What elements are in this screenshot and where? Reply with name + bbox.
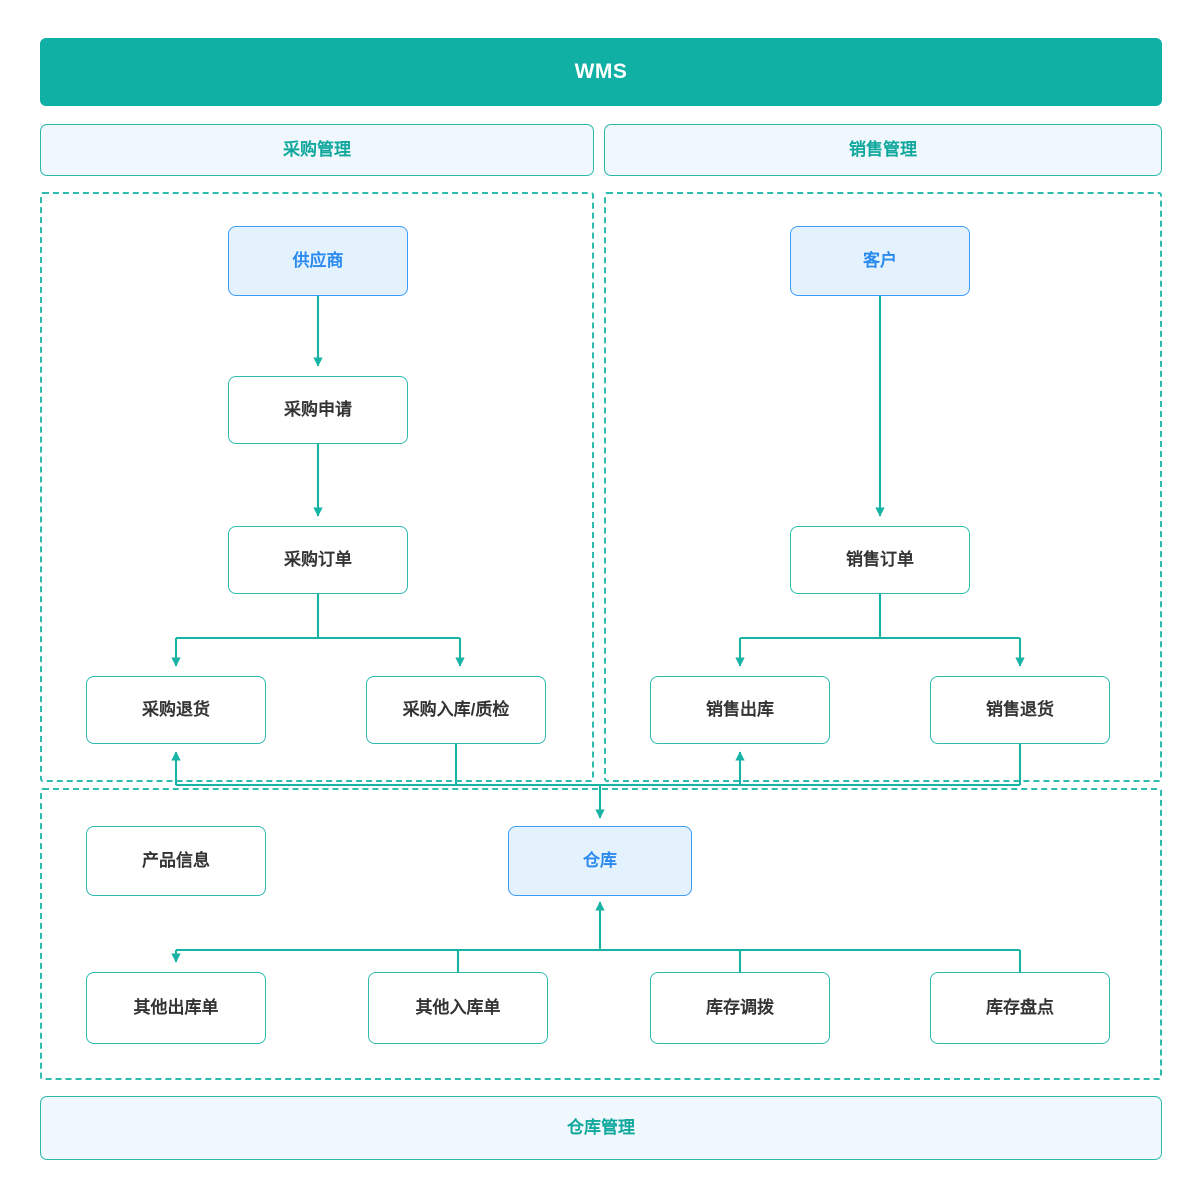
node-purchase-order[interactable]: 采购订单 <box>228 526 408 594</box>
node-inventory-transfer[interactable]: 库存调拨 <box>650 972 830 1044</box>
node-sales-order[interactable]: 销售订单 <box>790 526 970 594</box>
node-purchase-requisition[interactable]: 采购申请 <box>228 376 408 444</box>
node-other-inbound[interactable]: 其他入库单 <box>368 972 548 1044</box>
node-warehouse[interactable]: 仓库 <box>508 826 692 896</box>
node-supplier[interactable]: 供应商 <box>228 226 408 296</box>
lane-purchase <box>40 192 594 782</box>
section-caption-warehouse: 仓库管理 <box>40 1096 1162 1160</box>
node-inventory-stocktake[interactable]: 库存盘点 <box>930 972 1110 1044</box>
node-product-info[interactable]: 产品信息 <box>86 826 266 896</box>
section-caption-purchase: 采购管理 <box>40 124 594 176</box>
node-sales-outbound[interactable]: 销售出库 <box>650 676 830 744</box>
wms-header: WMS <box>40 38 1162 106</box>
node-sales-return[interactable]: 销售退货 <box>930 676 1110 744</box>
node-purchase-return[interactable]: 采购退货 <box>86 676 266 744</box>
section-caption-sales: 销售管理 <box>604 124 1162 176</box>
node-purchase-inbound-qc[interactable]: 采购入库/质检 <box>366 676 546 744</box>
lane-warehouse <box>40 788 1162 1080</box>
lane-sales <box>604 192 1162 782</box>
node-other-outbound[interactable]: 其他出库单 <box>86 972 266 1044</box>
node-customer[interactable]: 客户 <box>790 226 970 296</box>
